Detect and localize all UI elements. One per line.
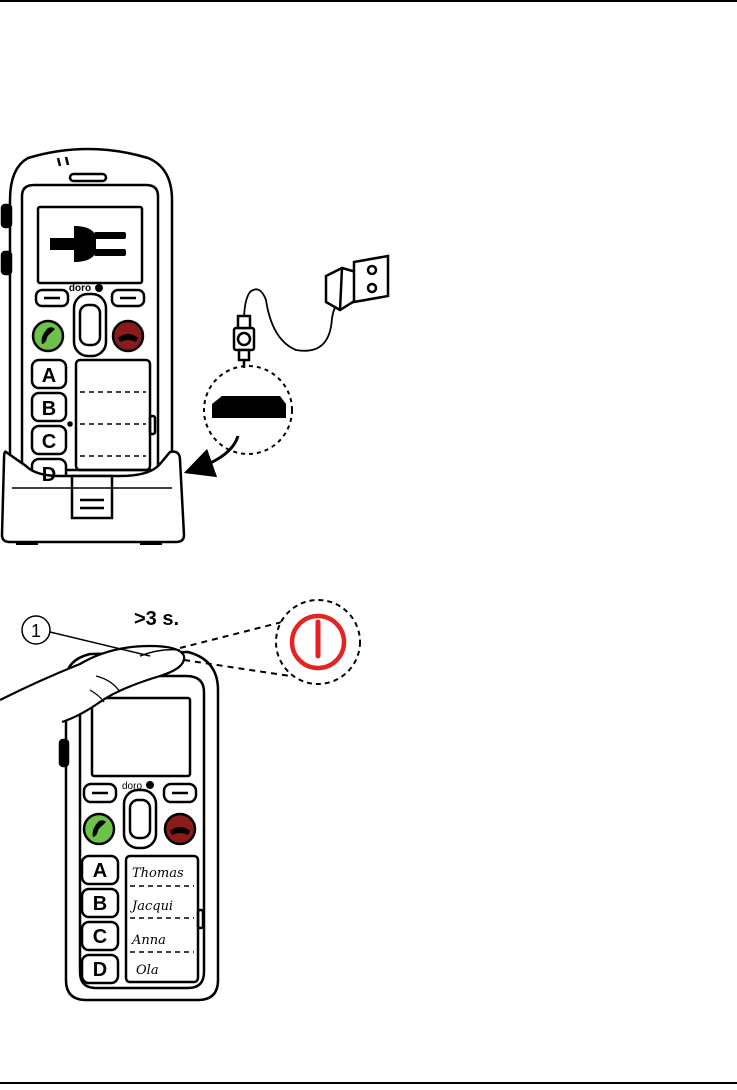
speed-key-label-a-2: A	[93, 860, 107, 882]
brand-logo-2: doro	[122, 781, 142, 792]
speed-key-label-d: D	[42, 464, 56, 486]
call-button-2	[84, 814, 114, 844]
wall-adapter	[326, 268, 356, 310]
contact-name-2: Jacqui	[129, 899, 173, 914]
speed-key-label-b-2: B	[93, 893, 107, 915]
illustration-power-on: doro	[0, 600, 360, 1000]
callout-number: 1	[31, 621, 41, 641]
speed-key-label-c: C	[42, 431, 56, 453]
speed-key-label-a: A	[42, 365, 56, 387]
duration-label: >3 s.	[134, 608, 179, 630]
contact-name-1: Thomas	[132, 866, 184, 881]
usb-socket-icon	[212, 396, 286, 418]
phone-body	[10, 149, 172, 470]
illustration-charging: doro	[2, 149, 388, 545]
usb-plug-icon	[234, 316, 254, 368]
speed-key-label-c-2: C	[93, 926, 107, 948]
speed-key-label-b: B	[42, 398, 56, 420]
power-icon	[292, 616, 344, 668]
contact-name-3: Anna	[131, 933, 166, 948]
brand-logo: doro	[69, 283, 91, 294]
speed-key-label-d-2: D	[93, 959, 107, 981]
call-button	[33, 321, 63, 351]
contact-name-4: Ola	[136, 963, 159, 978]
wall-socket	[354, 256, 388, 302]
